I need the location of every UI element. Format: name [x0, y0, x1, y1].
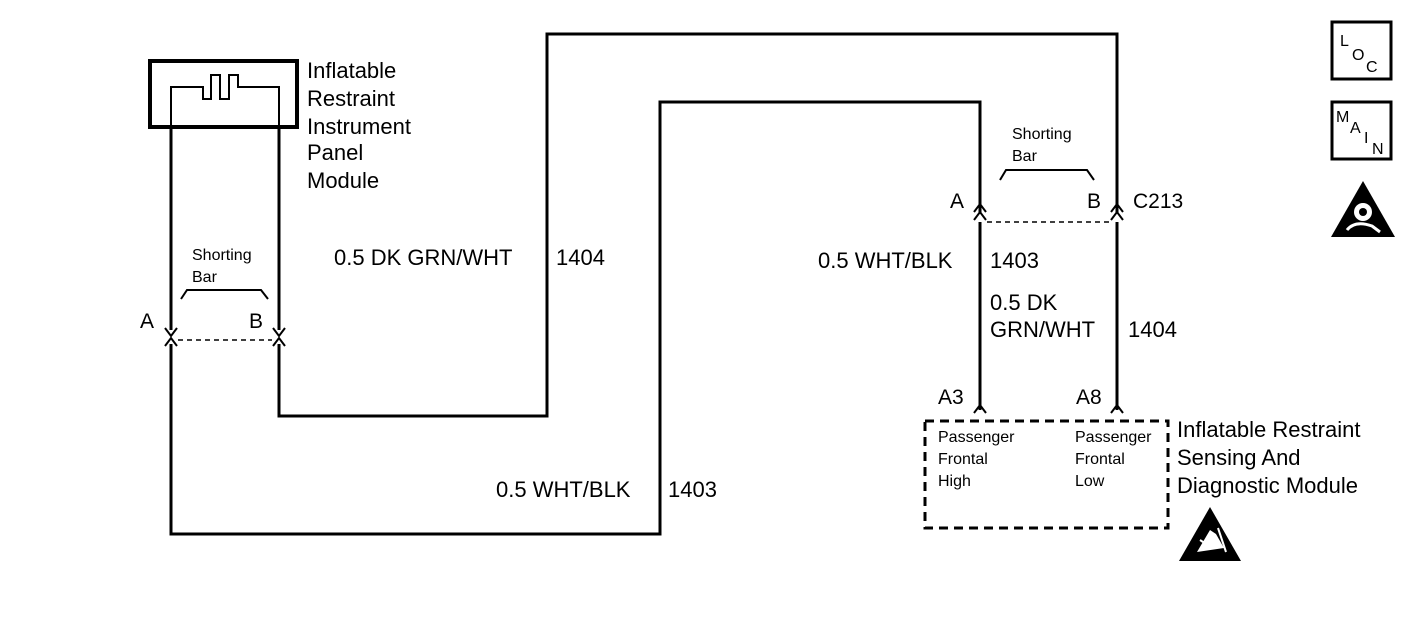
wire-1403-bottom-circuit: 1403	[668, 477, 717, 502]
c213-pin-b-label: B	[1087, 190, 1101, 213]
ipm-label-line-1: Inflatable	[307, 58, 396, 83]
c213-pin-a-label: A	[950, 190, 964, 213]
ipm-shorting-label-1: Shorting	[192, 247, 252, 264]
c213-shorting-label-1: Shorting	[1012, 126, 1072, 143]
sdm-label-line-3: Diagnostic Module	[1177, 473, 1358, 498]
wire-1404-right-color-line-1: 0.5 DK	[990, 290, 1058, 315]
sdm-a8-desc-line-2: Frontal	[1075, 451, 1125, 468]
sdm-a8-desc-line-1: Passenger	[1075, 429, 1152, 446]
sdm-pin-a8-label: A8	[1076, 386, 1102, 409]
sdm-a3-desc-line-3: High	[938, 473, 971, 490]
loc-letter-l: L	[1340, 33, 1349, 50]
wire-1404-route	[277, 32, 1119, 418]
ipm-label-line-3: Instrument	[307, 114, 411, 139]
loc-icon[interactable]: L O C	[1330, 20, 1393, 81]
ipm-module-box	[148, 59, 299, 129]
ipm-pin-a-label: A	[140, 310, 154, 333]
c213-shorting-bar	[999, 169, 1095, 181]
wire-1404-top-circuit: 1404	[556, 245, 605, 270]
sdm-pin-a3-terminal	[973, 403, 987, 414]
main-icon[interactable]: M A I N	[1330, 100, 1393, 161]
loc-letter-o: O	[1352, 47, 1364, 64]
wire-1404-right-color-line-2: GRN/WHT	[990, 317, 1095, 342]
ipm-pin-b-label: B	[249, 310, 263, 333]
c213-shorting-label-2: Bar	[1012, 148, 1038, 165]
ipm-module	[148, 59, 299, 200]
ipm-label-line-4: Panel	[307, 140, 363, 165]
ipm-label-line-5: Module	[307, 168, 379, 193]
main-letter-a: A	[1350, 120, 1361, 137]
main-letter-n: N	[1372, 141, 1384, 158]
sdm-a8-desc-line-3: Low	[1075, 473, 1105, 490]
airbag-warning-icon	[1331, 181, 1395, 237]
sdm-label-line-1: Inflatable Restraint	[1177, 417, 1360, 442]
ipm-label-line-2: Restraint	[307, 86, 395, 111]
ipm-shorting-label-2: Bar	[192, 269, 218, 286]
c213-connector-pin-a	[973, 202, 987, 221]
main-letter-m: M	[1336, 109, 1349, 126]
wire-1403-bottom-color: 0.5 WHT/BLK	[496, 477, 631, 502]
wire-1403-right-circuit: 1403	[990, 248, 1039, 273]
wire-1404-top-color: 0.5 DK GRN/WHT	[334, 245, 512, 270]
sdm-a3-desc-line-1: Passenger	[938, 429, 1015, 446]
main-letter-i: I	[1364, 130, 1368, 147]
loc-letter-c: C	[1366, 59, 1378, 76]
wire-1403-right-color: 0.5 WHT/BLK	[818, 248, 953, 273]
wire-1403-route	[169, 100, 982, 536]
sdm-pin-a3-label: A3	[938, 386, 964, 409]
sdm-a3-desc-line-2: Frontal	[938, 451, 988, 468]
c213-connector-id: C213	[1133, 190, 1183, 213]
sdm-label-line-2: Sensing And	[1177, 445, 1301, 470]
sdm-module-box	[923, 419, 1170, 530]
wire-1404-right-circuit: 1404	[1128, 317, 1177, 342]
ipm-connector-pin-a	[164, 327, 178, 347]
sdm-pin-a8-terminal	[1110, 403, 1124, 414]
esd-warning-icon	[1179, 507, 1241, 561]
ipm-connector-pin-b	[272, 327, 286, 347]
ipm-shorting-bar	[180, 289, 269, 300]
ipm-internal-connector	[170, 74, 280, 200]
c213-connector-pin-b	[1110, 202, 1124, 221]
